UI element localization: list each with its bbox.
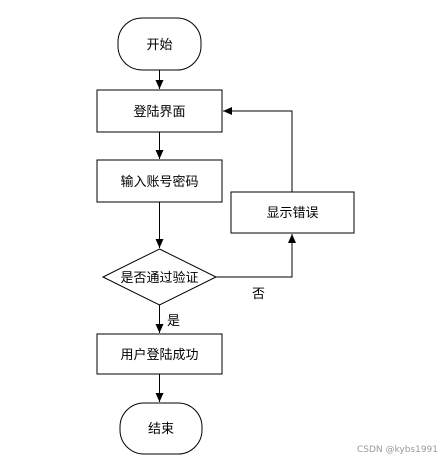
login-success-node: 用户登陆成功 xyxy=(96,333,223,375)
start-node-label: 开始 xyxy=(146,38,172,53)
show-error-node: 显示错误 xyxy=(230,191,355,234)
verify-decision-node: 是否通过验证 xyxy=(101,248,218,306)
end-node: 结束 xyxy=(119,402,203,455)
end-node-label: 结束 xyxy=(148,422,174,437)
edge-label-yes: 是 xyxy=(167,314,180,329)
login-success-node-label: 用户登陆成功 xyxy=(120,347,198,363)
verify-decision-node-label: 是否通过验证 xyxy=(120,270,198,286)
enter-credentials-node: 输入账号密码 xyxy=(96,159,223,203)
edge-verify-no-to-error xyxy=(216,234,296,278)
edge-error-to-login-page xyxy=(223,107,293,192)
start-node: 开始 xyxy=(117,17,202,71)
watermark-text: CSDN @kybs1991 xyxy=(357,445,438,455)
enter-credentials-node-label: 输入账号密码 xyxy=(120,174,198,190)
login-page-node-label: 登陆界面 xyxy=(133,104,185,120)
login-page-node: 登陆界面 xyxy=(96,89,223,133)
edge-label-no: 否 xyxy=(252,287,265,302)
show-error-node-label: 显示错误 xyxy=(266,206,318,221)
